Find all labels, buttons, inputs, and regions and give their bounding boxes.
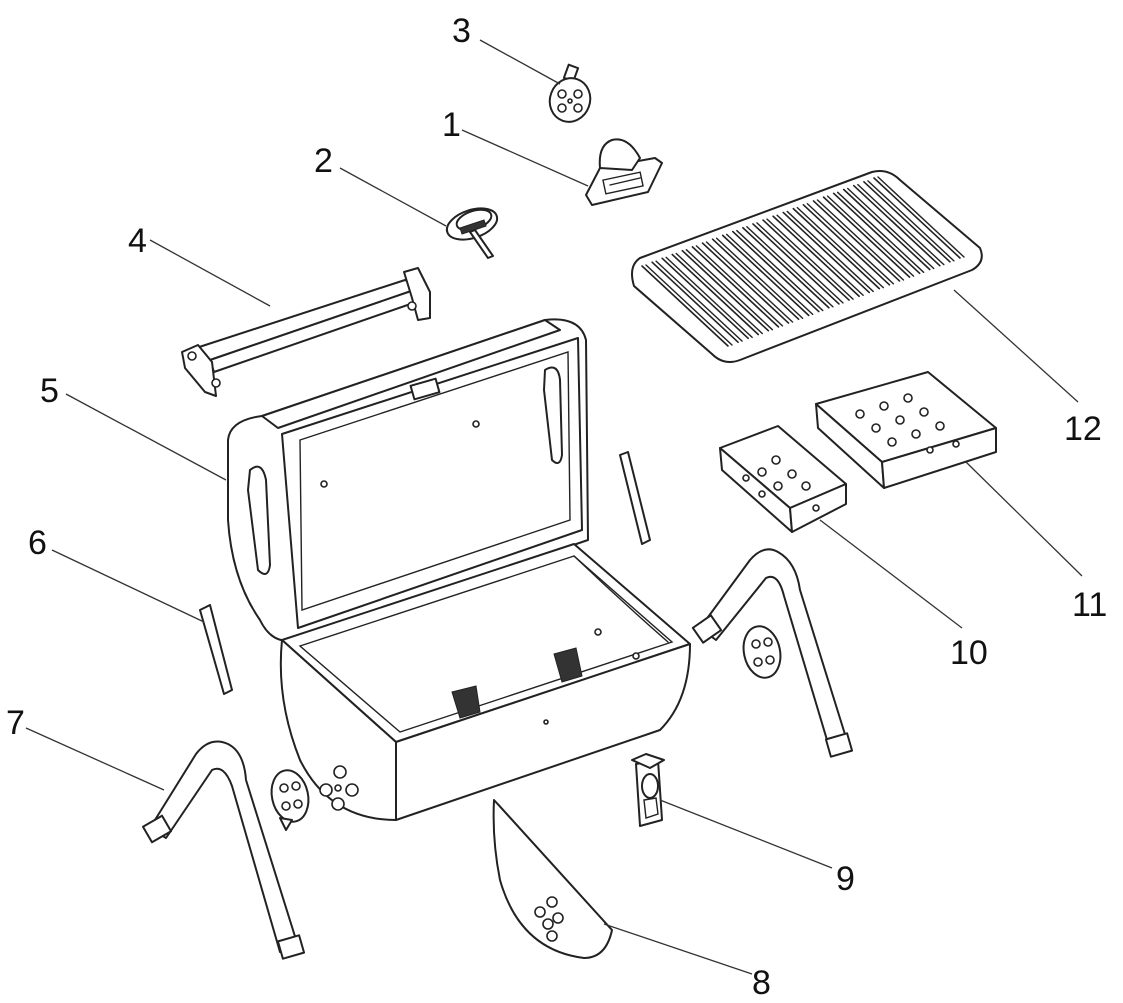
grate-bar-edge	[715, 237, 804, 319]
grate-bar	[661, 257, 749, 340]
grate-bar-edge	[776, 214, 864, 296]
leader-11	[965, 461, 1083, 577]
grate-bar	[641, 265, 729, 347]
grate-bar	[721, 234, 810, 317]
part-12-cooking-grate	[631, 170, 983, 363]
grate-bar	[701, 242, 790, 324]
leader-2	[339, 167, 447, 227]
leader-12	[953, 289, 1079, 403]
grate-bar	[681, 249, 770, 332]
grate-bar	[792, 207, 881, 290]
grate-bar-edge	[655, 260, 743, 342]
callout-1: 1	[442, 106, 461, 144]
grate-bar	[853, 184, 941, 267]
callout-9: 9	[836, 860, 855, 898]
callout-labels: 1 2 3 4 5 6 7 8 9 10 11 12	[6, 12, 1107, 1002]
leader-1	[461, 129, 589, 187]
part-11-large-charcoal-tray	[815, 371, 997, 489]
callout-11: 11	[1072, 586, 1107, 624]
grate-bar	[873, 177, 961, 259]
part-1-vent-bracket	[585, 138, 663, 206]
grate-bar-edge	[736, 229, 824, 312]
callout-6: 6	[28, 524, 47, 562]
grate-bar-edge	[725, 233, 814, 316]
grate-bar	[782, 211, 871, 294]
callout-2: 2	[314, 142, 333, 180]
grate-bar	[742, 226, 830, 309]
part-3-vent-damper	[548, 63, 592, 123]
part-4-lid-handle	[181, 267, 431, 397]
grate-bar	[651, 261, 739, 343]
grate-bar	[822, 196, 911, 278]
part-7-legs	[141, 548, 854, 960]
leader-3	[479, 39, 561, 85]
grate-bar-edge	[877, 176, 965, 258]
grate-bar-edge	[685, 248, 774, 331]
callout-8: 8	[752, 964, 771, 1002]
grate-bar	[762, 219, 850, 301]
callout-5: 5	[40, 372, 59, 410]
leader-8	[603, 923, 753, 975]
side-vent-discs	[270, 625, 782, 831]
grate-bar	[772, 215, 860, 298]
callout-4: 4	[128, 222, 147, 260]
grate-bar	[832, 192, 921, 275]
grate-bar-edge	[645, 264, 733, 346]
part-8-end-panel	[492, 799, 613, 959]
grate-bar-edge	[675, 252, 763, 335]
part-5-barrel-body-and-lid	[227, 318, 691, 821]
grate-bar	[671, 253, 760, 336]
grate-bar-edge	[826, 195, 915, 277]
leader-lines	[25, 39, 1083, 975]
grate-bar-edge	[816, 199, 905, 281]
callout-7: 7	[6, 704, 25, 742]
grate-bar	[842, 188, 931, 271]
grate-bar-edge	[746, 226, 834, 308]
grate-bar-edge	[857, 183, 945, 266]
leader-6	[51, 549, 205, 623]
grate-bar-edge	[847, 187, 935, 270]
grate-bar	[731, 230, 820, 313]
grate-bar-edge	[867, 180, 955, 262]
grate-bar-edge	[756, 222, 844, 304]
callout-12: 12	[1064, 410, 1102, 448]
grate-bar	[691, 246, 780, 328]
grate-bar	[752, 223, 840, 305]
grate-bar-edge	[766, 218, 854, 300]
grate-bar-edge	[786, 210, 874, 293]
part-9-latch	[631, 753, 665, 827]
grate-bar-edge	[665, 256, 753, 339]
callout-10: 10	[950, 634, 988, 672]
grate-bar-edge	[806, 203, 895, 285]
leader-7	[25, 727, 165, 791]
grate-bar	[711, 238, 800, 321]
leader-5	[65, 393, 227, 481]
grate-bar-edge	[836, 191, 925, 274]
grate-bar	[802, 203, 891, 286]
grate-bar	[863, 181, 951, 263]
leader-4	[149, 239, 271, 307]
callout-3: 3	[452, 12, 471, 50]
grate-bar	[812, 200, 901, 282]
leader-9	[659, 799, 833, 869]
part-6-support-rods	[199, 451, 651, 695]
grate-bar-edge	[705, 241, 794, 323]
leader-10	[819, 519, 963, 629]
grate-bar-edge	[695, 245, 784, 327]
part-10-small-charcoal-tray	[719, 425, 847, 533]
part-2-thermometer	[445, 207, 499, 259]
grate-bar-edge	[796, 206, 885, 289]
